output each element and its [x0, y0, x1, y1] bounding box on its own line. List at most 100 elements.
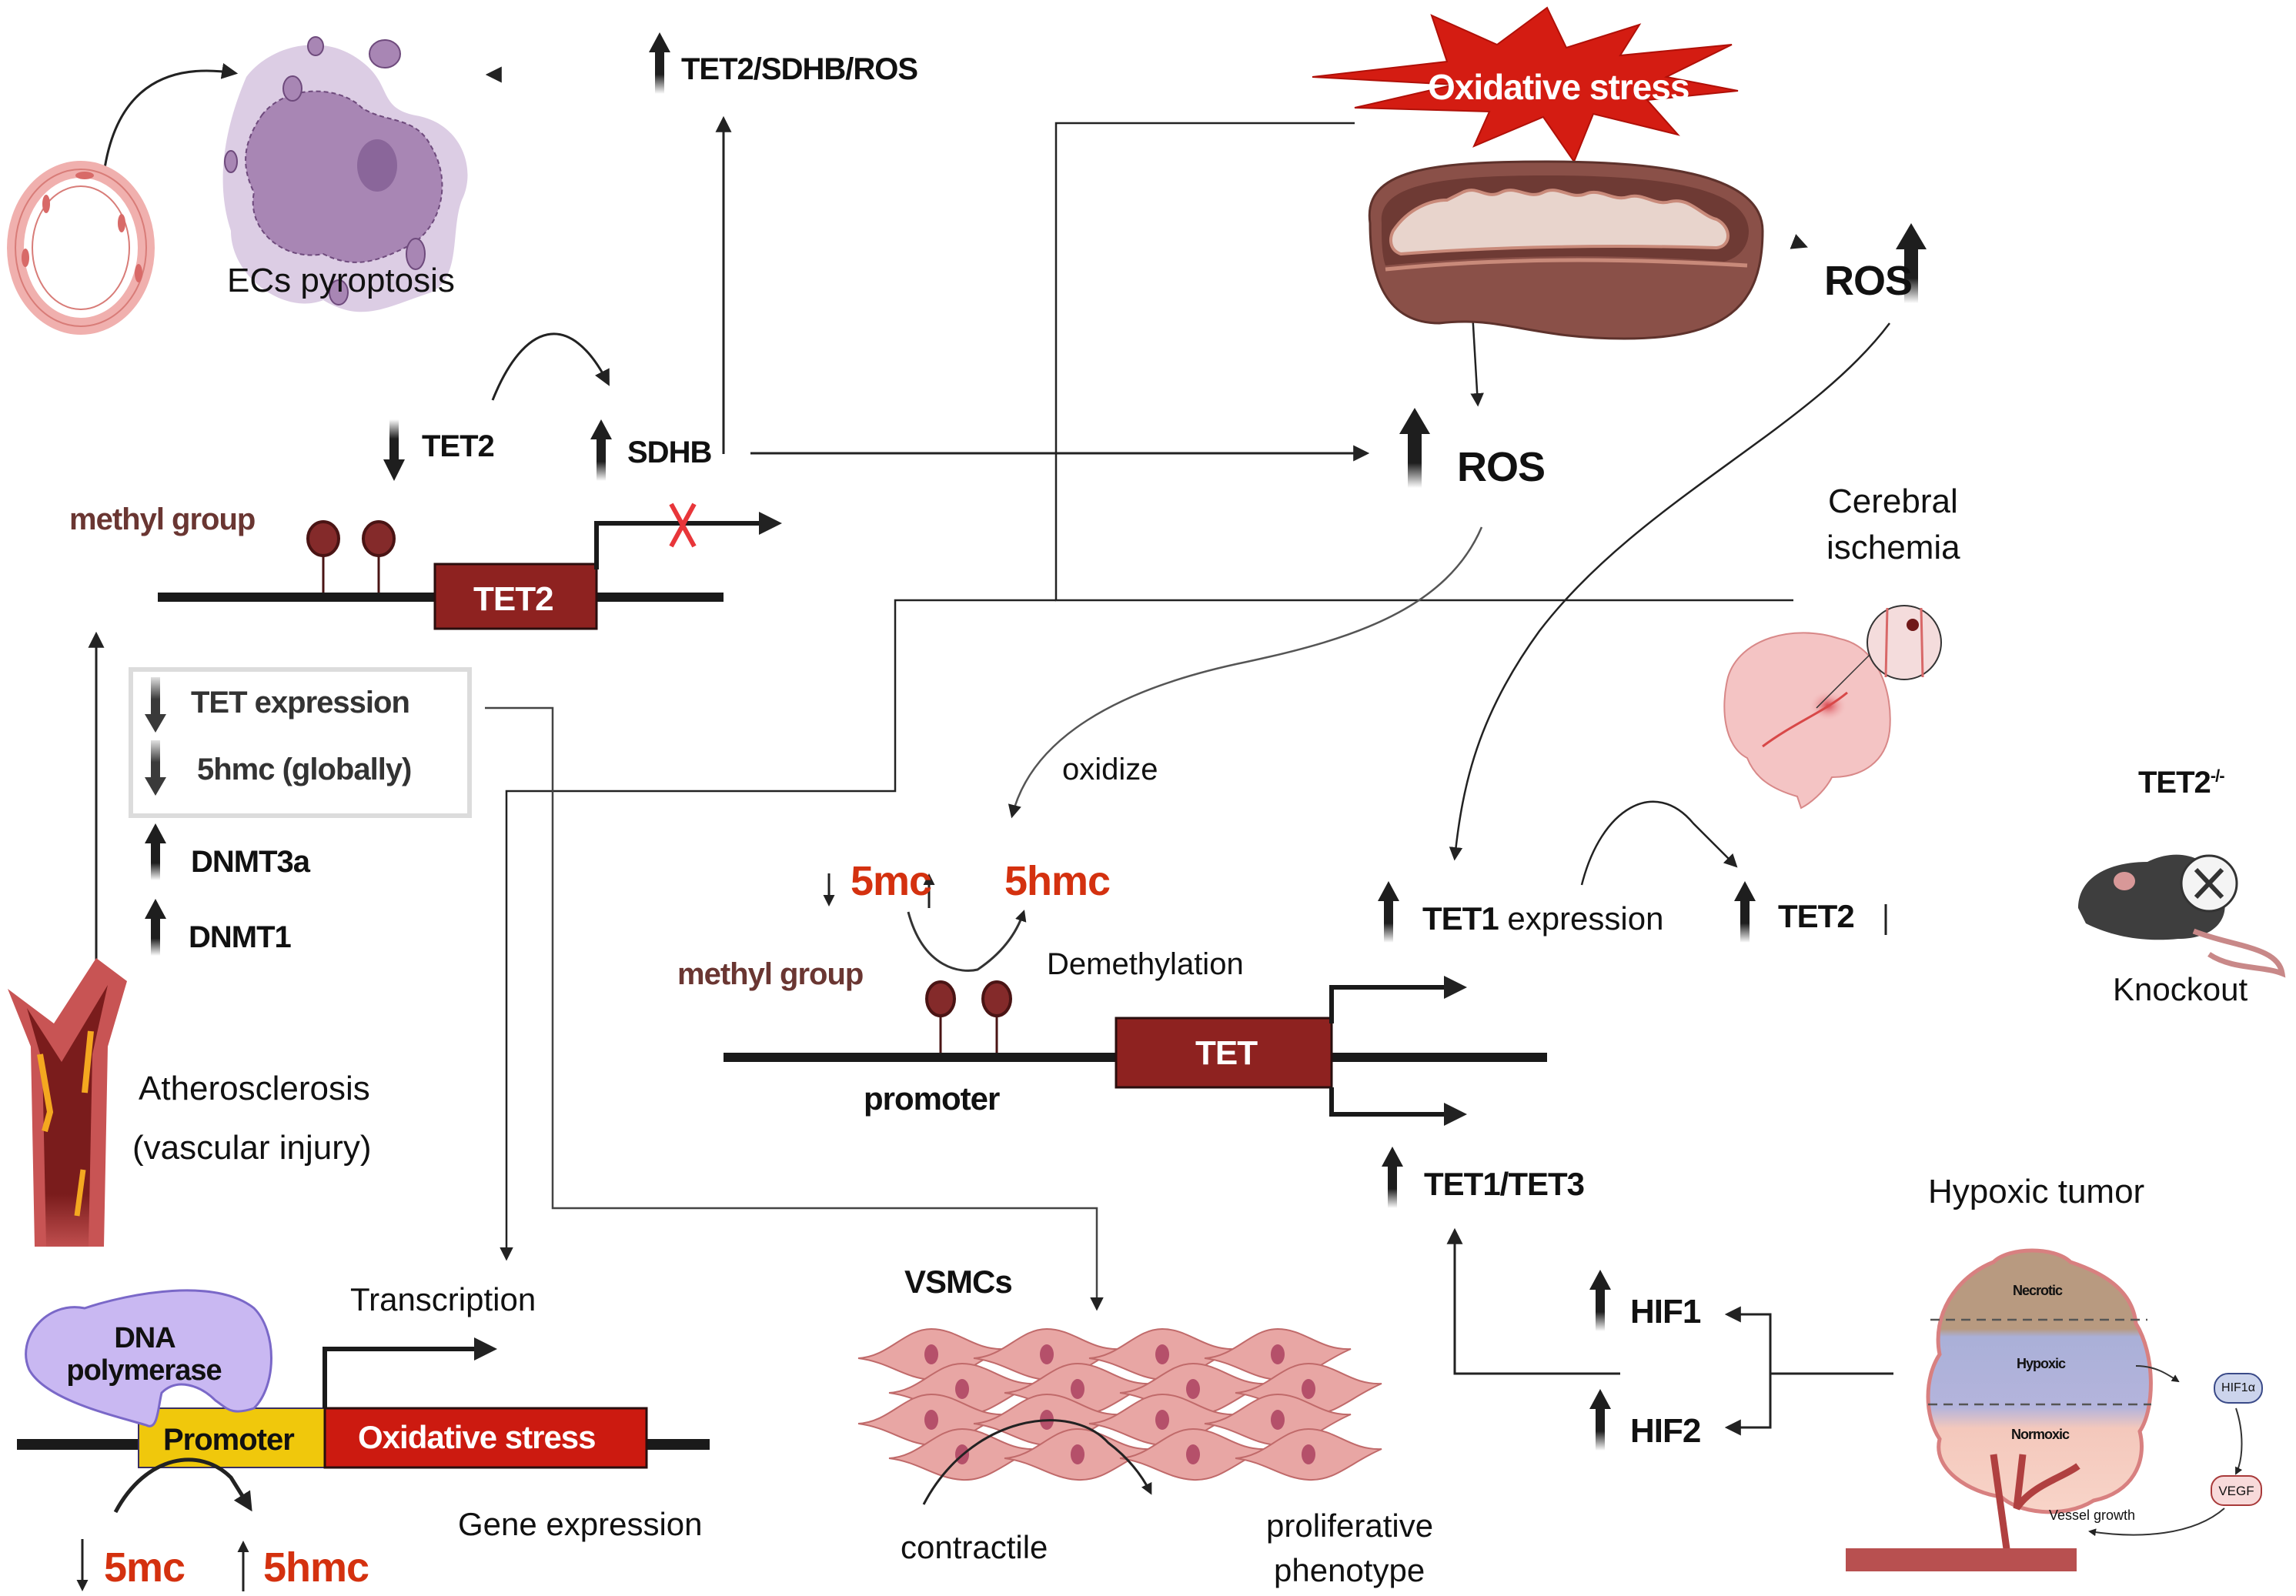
vsmc-nucleus	[1186, 1444, 1200, 1464]
x-mark-icon	[669, 503, 697, 548]
methyl-group-label: methyl group	[69, 503, 256, 536]
vsmc-illustration	[857, 1327, 1382, 1481]
tet2-gene-box-label: TET2	[473, 580, 554, 618]
oxidize-label: oxidize	[1062, 753, 1158, 786]
arrow-vsmc-phenotype-switch	[922, 1419, 1152, 1505]
knockout-superscript: -/-	[2210, 766, 2225, 786]
5mc-center-label: 5mc	[851, 858, 932, 904]
oxidative-stress-star-label: Oxidative stress	[1428, 67, 1689, 107]
down-arrow-icon	[145, 677, 166, 733]
line-loop-to-gene	[500, 599, 1056, 1261]
hif1a-label: HIF1α	[2221, 1381, 2255, 1394]
vsmc-nucleus	[1302, 1379, 1315, 1399]
line-tet-box-to-vsmc	[485, 706, 1104, 1311]
oxidative-stress-box-label: Oxidative stress	[358, 1419, 597, 1455]
vsmc-nucleus	[1071, 1379, 1085, 1399]
demethylation-label: Demethylation	[1047, 947, 1244, 981]
arrow-tet2-to-sdhb	[491, 332, 610, 401]
gene-expression-diagram	[17, 1289, 710, 1514]
tet1-tet3-label: TET1/TET3	[1424, 1166, 1585, 1202]
phenotype-label: phenotype	[1274, 1552, 1425, 1588]
vsmc-nucleus	[1271, 1344, 1285, 1364]
oxidative-stress-starburst	[1312, 6, 1739, 164]
vsmc-nucleus	[1040, 1344, 1054, 1364]
sdhb-up-label: SDHB	[627, 436, 712, 469]
tet2-sdhb-ros-label: TET2/SDHB/ROS	[681, 52, 918, 86]
pyroptosis-cell-illustration	[222, 36, 468, 312]
ecs-pyroptosis-label: ECs pyroptosis	[227, 262, 455, 299]
vsmc-nucleus	[1071, 1444, 1085, 1464]
vsmc-nucleus	[924, 1410, 938, 1430]
up-arrow-icon	[1734, 881, 1756, 943]
tet1-expression-label: TET1 expression	[1422, 903, 1663, 935]
arrow-to-tet1tet3	[1446, 1227, 1620, 1375]
hypoxic-zone-label: Hypoxic	[2017, 1356, 2066, 1371]
artery-illustration	[8, 958, 127, 1247]
proliferative-label: proliferative	[1266, 1508, 1434, 1544]
promoter-center-label: promoter	[864, 1080, 1000, 1117]
arrow-hif2	[1724, 1374, 1772, 1436]
normoxic-zone-label: Normoxic	[2011, 1427, 2070, 1442]
dna-polymerase-label-line2: polymerase	[66, 1354, 222, 1387]
regulation-arrows	[76, 32, 1927, 1591]
arrow-ros-oxidize	[1008, 526, 1483, 819]
down-arrow-icon	[383, 419, 405, 481]
up-arrow-icon	[1399, 408, 1430, 488]
5hmc-bottom-label: 5hmc	[263, 1544, 369, 1591]
vascular-injury-label: (vascular injury)	[132, 1129, 372, 1167]
vessel-ring-illustration	[7, 161, 155, 335]
5mc-bottom-label: 5mc	[104, 1544, 185, 1591]
tet-gene-box-label: TET	[1195, 1034, 1258, 1072]
hypoxic-tumor-title: Hypoxic tumor	[1928, 1173, 2145, 1210]
dna-polymerase-shape	[25, 1289, 272, 1427]
ros-mid-label: ROS	[1457, 444, 1546, 490]
tet2-knockout-title: TET2-/-	[2138, 766, 2225, 800]
5hmc-globally-label: 5hmc (globally)	[197, 753, 412, 786]
hif1a-badge	[2214, 1373, 2263, 1404]
up-arrow-icon	[1382, 1147, 1403, 1208]
vsmc-nucleus	[924, 1344, 938, 1364]
ros-right-label: ROS	[1824, 258, 1913, 304]
hif1-label: HIF1	[1630, 1293, 1701, 1331]
vsmc-nucleus	[955, 1379, 969, 1399]
vegf-label: VEGF	[2218, 1484, 2254, 1498]
arrow-tet1-to-tet2	[1580, 800, 1738, 886]
up-arrow-icon	[1589, 1389, 1611, 1451]
knockout-label: Knockout	[2113, 971, 2248, 1007]
vsmc-nucleus	[1271, 1410, 1285, 1430]
brain-illustration	[1723, 605, 1942, 810]
dna-polymerase-label-line1: DNA	[114, 1322, 175, 1354]
tet2-cerebral-label: TET2	[1778, 898, 1855, 934]
hif2-label: HIF2	[1630, 1412, 1701, 1450]
dnmt1-label: DNMT1	[189, 920, 292, 954]
mitochondria-illustration	[1368, 160, 1764, 340]
down-arrow-icon	[145, 740, 166, 796]
necrotic-zone-label: Necrotic	[2013, 1283, 2063, 1298]
up-arrow-icon	[1896, 223, 1927, 303]
vsmcs-title: VSMCs	[904, 1264, 1013, 1300]
tet2-gene-diagram	[158, 503, 782, 630]
up-arrow-icon	[1589, 1270, 1611, 1331]
methyl-group-center-label: methyl group	[677, 957, 864, 991]
cerebral-label: Cerebral	[1828, 482, 1958, 520]
tet-expression-label: TET expression	[191, 686, 410, 720]
up-arrow-icon	[1378, 881, 1399, 943]
dnmt3a-label: DNMT3a	[191, 845, 310, 879]
expression-label: expression	[1498, 900, 1664, 937]
tet2-knockout-gene: TET2	[2138, 766, 2211, 800]
x-mark-icon	[2194, 867, 2224, 900]
contractile-label: contractile	[901, 1529, 1048, 1565]
promoter-box-label: Promoter	[163, 1423, 295, 1457]
5hmc-center-label: 5hmc	[1004, 858, 1111, 904]
tet2-down-label: TET2	[422, 429, 495, 463]
knockout-mouse-illustration	[2078, 854, 2286, 978]
arrow-ros-to-tet1	[1449, 322, 1890, 861]
vsmc-nucleus	[1155, 1410, 1169, 1430]
tet-expression-box	[129, 667, 472, 818]
vsmc-nucleus	[1155, 1344, 1169, 1364]
up-arrow-icon	[649, 32, 670, 94]
vsmc-nucleus	[1186, 1379, 1200, 1399]
gene-expression-label: Gene expression	[458, 1506, 703, 1542]
ischemia-label: ischemia	[1826, 529, 1960, 566]
